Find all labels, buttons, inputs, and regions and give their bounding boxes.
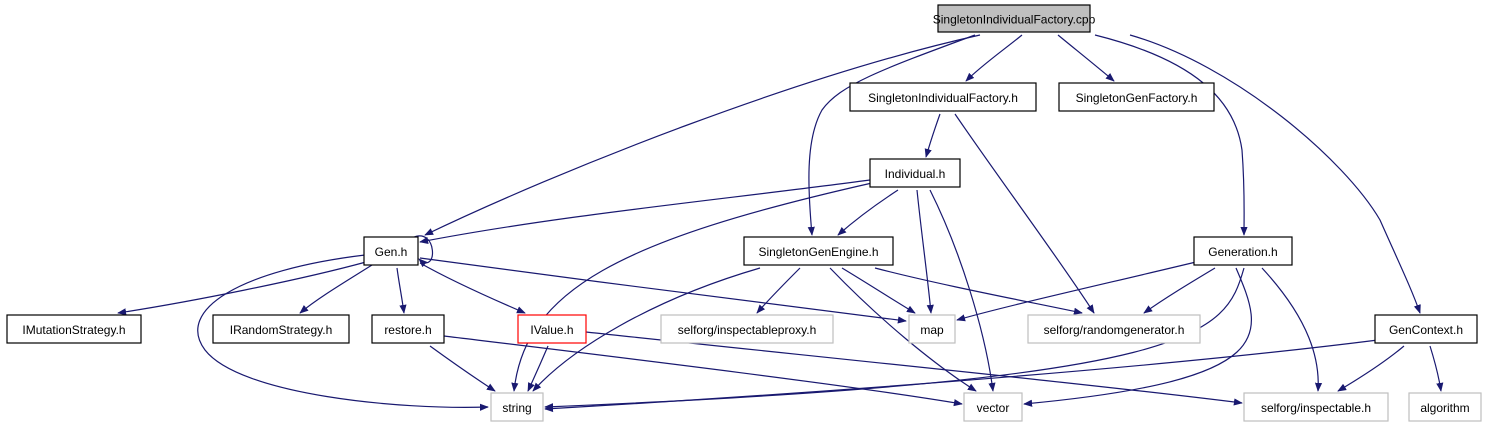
node-restore-h[interactable]: restore.h (371, 314, 445, 344)
edge-generation-h-to-map (956, 261, 1197, 322)
edge-restore-h-to-vector (443, 335, 963, 407)
node-box (1374, 314, 1478, 344)
node-irandom-h[interactable]: IRandomStrategy.h (212, 314, 350, 344)
edge-individual-h-to-vector (929, 189, 996, 392)
edge-restore-h-to-string (429, 345, 496, 392)
node-box (743, 236, 894, 266)
edge-gencontext-h-to-inspectable-h (1337, 345, 1405, 392)
edge-sge-h-to-inspectableproxy-h (756, 267, 801, 314)
node-label: SingletonGenEngine.h (758, 245, 878, 259)
node-root[interactable]: SingletonIndividualFactory.cpp (933, 4, 1096, 33)
node-algorithm[interactable]: algorithm (1408, 392, 1482, 422)
edge-root-to-gen-h (424, 34, 981, 236)
node-label: selforg/inspectable.h (1261, 401, 1371, 415)
edge-gencontext-h-to-algorithm (1429, 345, 1444, 392)
node-box (1408, 392, 1482, 422)
node-box (517, 314, 587, 344)
edge-root-to-sgf-h (1057, 34, 1115, 82)
node-sif-h[interactable]: SingletonIndividualFactory.h (849, 82, 1037, 112)
edge-generation-h-to-inspectable-h (1261, 267, 1323, 392)
edge-root-to-generation-h (1094, 34, 1248, 236)
node-imutation-h[interactable]: IMutationStrategy.h (6, 314, 142, 344)
node-box (660, 314, 834, 344)
node-label: IRandomStrategy.h (230, 323, 333, 337)
node-box (1193, 236, 1293, 266)
node-label: selforg/randomgenerator.h (1044, 323, 1185, 337)
edge-layer (117, 34, 1444, 413)
node-ivalue-h[interactable]: IValue.h (517, 314, 587, 344)
edge-sif-h-to-individual-h (924, 113, 941, 158)
node-label: map (920, 323, 944, 337)
node-box (908, 314, 956, 344)
node-sgf-h[interactable]: SingletonGenFactory.h (1058, 82, 1215, 112)
node-box (1058, 82, 1215, 112)
edge-gen-h-to-restore-h (396, 267, 407, 314)
node-label: selforg/inspectableproxy.h (678, 323, 817, 337)
node-label: SingletonIndividualFactory.h (868, 91, 1018, 105)
edge-gen-h-to-map (419, 257, 907, 324)
node-box (937, 4, 1091, 33)
edge-individual-h-to-sge-h (837, 189, 899, 236)
edge-sif-h-to-randomgenerator-h (954, 113, 1095, 314)
node-label: SingletonGenFactory.h (1076, 91, 1198, 105)
node-map[interactable]: map (908, 314, 956, 344)
node-box (1027, 314, 1201, 344)
edge-root-to-sge-h (807, 34, 976, 236)
node-randomgenerator-h[interactable]: selforg/randomgenerator.h (1027, 314, 1201, 344)
node-label: string (502, 401, 531, 415)
node-label: GenContext.h (1389, 323, 1463, 337)
node-box (490, 392, 544, 422)
node-box (371, 314, 445, 344)
edge-generation-h-to-string (544, 267, 1245, 411)
edge-gencontext-h-to-string (544, 339, 1379, 413)
edge-sge-h-to-map (841, 267, 916, 314)
node-gencontext-h[interactable]: GenContext.h (1374, 314, 1478, 344)
node-box (6, 314, 142, 344)
edge-gen-h-to-ivalue-h (419, 262, 526, 314)
node-vector[interactable]: vector (963, 392, 1023, 422)
node-inspectableproxy-h[interactable]: selforg/inspectableproxy.h (660, 314, 834, 344)
node-label: Generation.h (1208, 245, 1277, 259)
node-box (212, 314, 350, 344)
node-box (869, 158, 961, 188)
edge-root-to-sif-h (965, 34, 1023, 82)
node-sge-h[interactable]: SingletonGenEngine.h (743, 236, 894, 266)
edge-individual-h-to-map (916, 189, 934, 314)
node-box (363, 236, 419, 266)
edge-individual-h-to-gen-h (419, 179, 871, 245)
node-label: vector (977, 401, 1010, 415)
node-inspectable-h[interactable]: selforg/inspectable.h (1243, 392, 1389, 422)
node-gen-h[interactable]: Gen.h (363, 236, 419, 266)
edge-gen-h-to-gen-h (411, 235, 434, 268)
edge-gen-h-to-string (197, 254, 489, 411)
node-box (849, 82, 1037, 112)
edge-gen-h-to-imutation-h (117, 261, 367, 316)
edge-generation-h-to-vector (1023, 267, 1252, 407)
edge-gen-h-to-irandom-h (299, 264, 373, 314)
edge-root-to-gencontext-h (1129, 34, 1421, 314)
edge-ivalue-h-to-string (527, 345, 549, 392)
node-label: restore.h (384, 323, 431, 337)
edge-sge-h-to-randomgenerator-h (874, 267, 1083, 315)
node-individual-h[interactable]: Individual.h (869, 158, 961, 188)
edge-individual-h-to-string (511, 182, 873, 392)
node-label: Gen.h (375, 245, 408, 259)
node-box (1243, 392, 1389, 422)
node-label: IValue.h (530, 323, 573, 337)
edge-sge-h-to-string (532, 267, 761, 392)
node-label: Individual.h (885, 167, 946, 181)
node-generation-h[interactable]: Generation.h (1193, 236, 1293, 266)
node-layer: SingletonIndividualFactory.cppSingletonI… (6, 4, 1482, 422)
edge-generation-h-to-randomgenerator-h (1143, 267, 1216, 314)
node-label: algorithm (1420, 401, 1469, 415)
node-box (963, 392, 1023, 422)
node-label: SingletonIndividualFactory.cpp (933, 13, 1096, 27)
node-string[interactable]: string (490, 392, 544, 422)
node-label: IMutationStrategy.h (22, 323, 125, 337)
